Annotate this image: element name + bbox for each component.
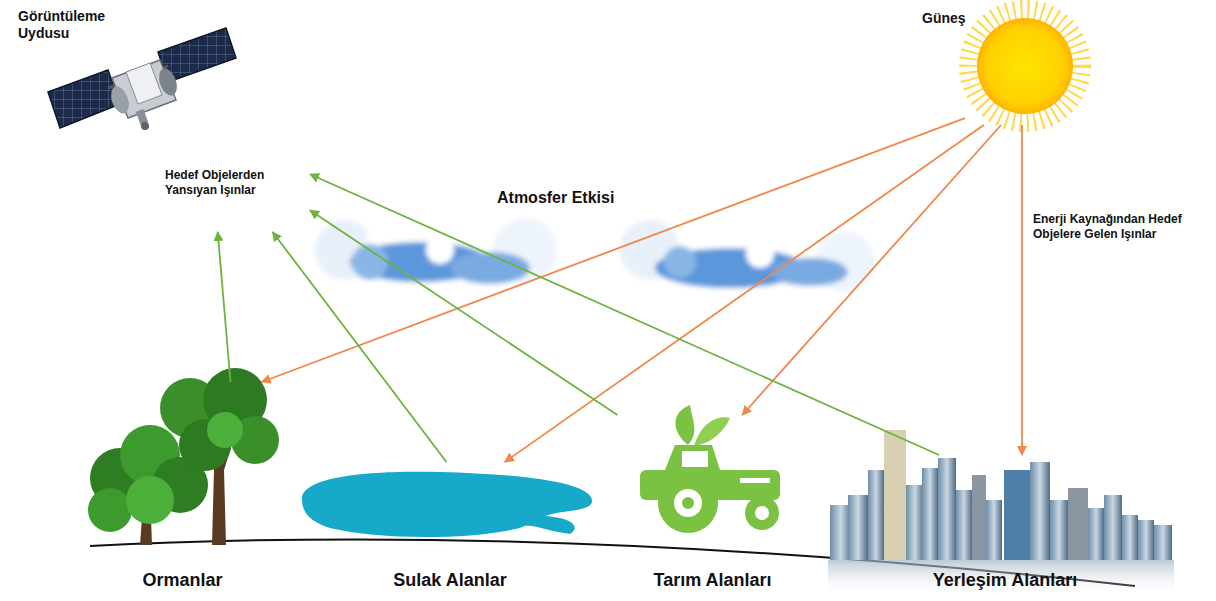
ray-label: Enerji Kaynağından Hedef Objelere Gelen … xyxy=(1033,212,1207,242)
incoming-ray xyxy=(1021,125,1023,455)
satellite-node: Görüntüleme Uydusu xyxy=(40,35,310,232)
satellite-drawing xyxy=(48,28,236,130)
ray-label: Hedef Objelerden Yansıyan Işınlar xyxy=(165,168,287,198)
reflected-ray xyxy=(310,210,617,415)
reflected-ray xyxy=(310,174,939,455)
incoming-ray xyxy=(742,125,1001,415)
forest-node: Ormanlar xyxy=(85,382,280,600)
node-label: Yerleşim Alanları xyxy=(933,570,1077,592)
settlement-node: Yerleşim Alanları xyxy=(830,455,1180,600)
farmland-node: Tarım Alanları xyxy=(615,415,810,600)
tractor-drawing xyxy=(640,405,780,533)
node-label: Ormanlar xyxy=(142,570,222,592)
sun-drawing xyxy=(969,10,1081,122)
sun-node: Güneş xyxy=(965,8,1085,125)
incoming-ray xyxy=(262,118,965,382)
node-label: Tarım Alanları xyxy=(653,570,771,592)
city-drawing xyxy=(828,430,1174,596)
node-label: Güneş xyxy=(922,10,966,27)
atmosphere-label: Atmosfer Etkisi xyxy=(497,188,657,208)
reflected-ray xyxy=(273,232,447,462)
node-label: Görüntüleme Uydusu xyxy=(18,8,128,42)
reflected-ray xyxy=(218,232,231,382)
forest-drawing xyxy=(88,368,279,545)
wetland-node: Sulak Alanlar xyxy=(300,462,600,600)
water-drawing xyxy=(302,472,592,537)
node-label: Sulak Alanlar xyxy=(393,570,506,592)
